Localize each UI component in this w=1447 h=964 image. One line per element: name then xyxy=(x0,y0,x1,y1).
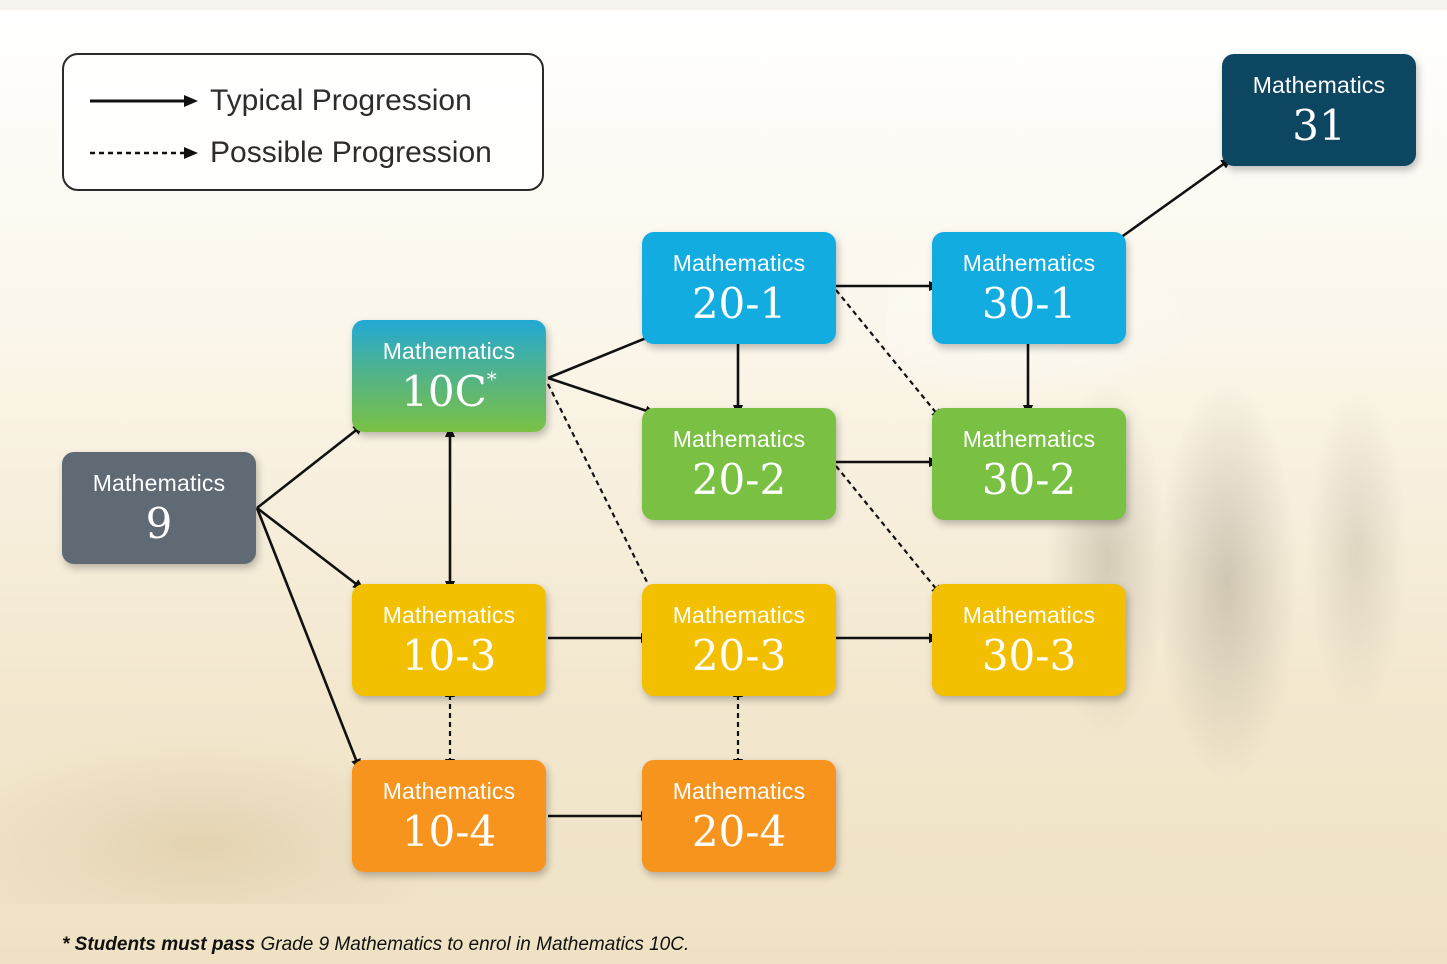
course-label: Mathematics xyxy=(1252,72,1386,98)
course-math-20-3: Mathematics 20-3 xyxy=(642,584,836,696)
legend: Typical Progression Possible Progression xyxy=(62,53,544,191)
course-label: Mathematics xyxy=(92,470,226,496)
course-number-wrap: 10C* xyxy=(352,369,546,415)
course-math-30-2: Mathematics 30-2 xyxy=(932,408,1126,520)
course-number: 30-1 xyxy=(981,279,1077,328)
course-math-30-1: Mathematics 30-1 xyxy=(932,232,1126,344)
arrow-10c-to-20-1 xyxy=(547,332,657,380)
course-number: 10-3 xyxy=(401,631,497,680)
course-label: Mathematics xyxy=(962,426,1096,452)
course-math-20-4: Mathematics 20-4 xyxy=(642,760,836,872)
course-number: 30-3 xyxy=(981,631,1077,680)
dashed-20-2-to-30-3 xyxy=(835,465,943,597)
top-edge xyxy=(0,0,1447,10)
course-label: Mathematics xyxy=(672,426,806,452)
course-number: 30-2 xyxy=(981,455,1077,504)
legend-typical: Typical Progression xyxy=(88,81,472,121)
footnote: * Students must pass Grade 9 Mathematics… xyxy=(62,934,689,956)
course-label: Mathematics xyxy=(962,250,1096,276)
course-number: 20-2 xyxy=(691,455,787,504)
course-label: Mathematics xyxy=(672,778,806,804)
course-label: Mathematics xyxy=(382,338,516,364)
course-math-10-3: Mathematics 10-3 xyxy=(352,584,546,696)
course-math-31: Mathematics 31 xyxy=(1222,54,1416,166)
legend-typical-label: Typical Progression xyxy=(210,84,472,117)
arrow-9-to-10c xyxy=(256,422,365,510)
arrow-9-to-10-3 xyxy=(256,506,365,592)
course-math-20-2: Mathematics 20-2 xyxy=(642,408,836,520)
course-math-20-1: Mathematics 20-1 xyxy=(642,232,836,344)
course-number: 20-1 xyxy=(691,279,787,328)
course-label: Mathematics xyxy=(962,602,1096,628)
dashed-arrow-icon xyxy=(90,147,198,159)
course-label: Mathematics xyxy=(672,602,806,628)
course-number: 20-4 xyxy=(691,807,787,856)
course-number: 31 xyxy=(1292,101,1346,150)
course-number: 10-4 xyxy=(401,807,497,856)
course-number: 10C xyxy=(401,367,487,416)
footnote-mark: * xyxy=(486,367,497,391)
footnote-lead: * Students must pass xyxy=(62,934,256,955)
arrow-10c-to-20-2 xyxy=(547,376,657,416)
arrow-30-1-to-31 xyxy=(1119,156,1233,240)
course-label: Mathematics xyxy=(382,602,516,628)
course-math-10c: Mathematics 10C* xyxy=(352,320,546,432)
arrow-9-to-10-4 xyxy=(255,507,362,771)
course-number: 9 xyxy=(145,499,173,548)
course-label: Mathematics xyxy=(672,250,806,276)
course-label: Mathematics xyxy=(382,778,516,804)
legend-possible: Possible Progression xyxy=(88,133,492,173)
course-math-10-4: Mathematics 10-4 xyxy=(352,760,546,872)
course-number: 20-3 xyxy=(691,631,787,680)
course-math-9: Mathematics 9 xyxy=(62,452,256,564)
dashed-10c-to-20-3 xyxy=(547,383,655,597)
course-math-30-3: Mathematics 30-3 xyxy=(932,584,1126,696)
footnote-rest: Grade 9 Mathematics to enrol in Mathemat… xyxy=(255,934,690,955)
dashed-20-1-to-30-2 xyxy=(835,289,943,421)
legend-possible-label: Possible Progression xyxy=(210,136,492,169)
solid-arrow-icon xyxy=(90,95,198,107)
